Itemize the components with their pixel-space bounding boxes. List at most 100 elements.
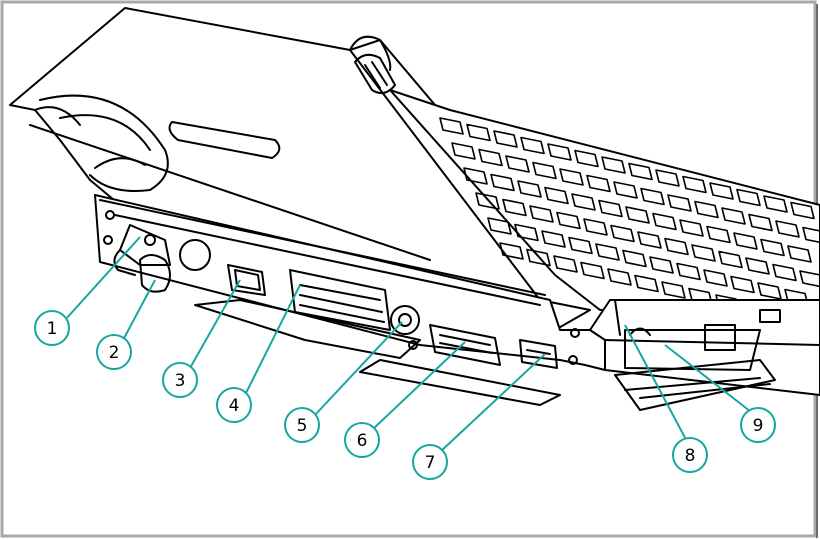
- keyboard-key: [601, 156, 626, 174]
- expansion-drawer: [614, 359, 776, 411]
- dsub-port: [429, 324, 501, 366]
- callout-5: 5: [284, 407, 320, 443]
- serial-port: [227, 264, 266, 296]
- keyboard-key: [541, 230, 566, 248]
- keyboard-key: [682, 175, 707, 194]
- keyboard-key: [652, 212, 677, 231]
- keyboard-key: [694, 200, 719, 219]
- keyboard-key: [676, 262, 701, 281]
- keyboard-key: [613, 181, 638, 199]
- power-connector: [119, 224, 171, 266]
- keyboard-key: [709, 182, 734, 200]
- keyboard-key: [559, 168, 584, 186]
- keyboard-key: [517, 180, 542, 198]
- callout-circle: [34, 310, 70, 346]
- keyboard-key: [466, 123, 491, 142]
- callout-circle: [412, 444, 448, 480]
- vent-round: [179, 239, 211, 271]
- keyboard-key: [568, 236, 593, 255]
- keyboard-key: [475, 192, 500, 210]
- laptop-base: [94, 194, 820, 396]
- keyboard-key: [760, 238, 785, 257]
- keyboard-key: [553, 255, 578, 273]
- keyboard-key: [514, 223, 539, 242]
- keyboard-key: [706, 225, 731, 244]
- lid-latch: [354, 53, 396, 95]
- keyboard-key: [547, 143, 572, 161]
- callout-circle: [162, 362, 198, 398]
- callout-circle: [344, 422, 380, 458]
- callout-number: 8: [685, 446, 696, 466]
- keyboard-key: [529, 205, 554, 223]
- keyboard-key: [532, 161, 557, 180]
- keyboard-key: [493, 130, 518, 148]
- keyboard-key: [628, 162, 653, 181]
- keyboard-key: [580, 261, 605, 280]
- callout-1: 1: [34, 310, 70, 346]
- keyboard-key: [505, 155, 530, 173]
- keyboard-key: [463, 167, 488, 185]
- keyboard-key: [607, 268, 632, 286]
- callout-circle: [672, 437, 708, 473]
- keyboard-key: [703, 269, 728, 287]
- keyboard-key: [526, 248, 551, 267]
- vga-port: [519, 339, 558, 369]
- keyboard-key: [649, 256, 674, 274]
- keyboard-key: [745, 257, 770, 275]
- keyboard-key: [790, 201, 815, 220]
- keyboard-key: [721, 207, 746, 225]
- keyboard-key: [622, 249, 647, 268]
- keyboard-key: [451, 142, 476, 160]
- keyboard: [389, 89, 820, 312]
- keyboard-key: [478, 148, 503, 167]
- callout-number: 5: [297, 416, 308, 436]
- lid-handle: [168, 121, 281, 159]
- callout-7: 7: [412, 444, 448, 480]
- keyboard-key: [799, 270, 820, 288]
- callout-number: 6: [357, 431, 368, 451]
- keyboard-key: [718, 250, 743, 269]
- keyboard-key: [802, 226, 820, 244]
- laptop-illustration: [9, 7, 820, 411]
- side-bay: [624, 329, 761, 371]
- callout-9: 9: [740, 407, 776, 443]
- callout-8: 8: [672, 437, 708, 473]
- callout-number: 1: [47, 319, 58, 339]
- ps2-port: [390, 305, 420, 335]
- keyboard-key: [772, 263, 797, 282]
- keyboard-key: [574, 149, 599, 168]
- keyboard-key: [586, 174, 611, 193]
- keyboard-key: [625, 206, 650, 224]
- callout-4: 4: [216, 387, 252, 423]
- keyboard-key: [775, 220, 800, 238]
- callout-number: 4: [229, 396, 240, 416]
- keyboard-key: [664, 237, 689, 256]
- keyboard-key: [583, 218, 608, 236]
- keyboard-key: [679, 219, 704, 237]
- keyboard-key: [499, 242, 524, 260]
- callout-circle: [284, 407, 320, 443]
- callout-number: 2: [109, 343, 120, 363]
- leader-lines: [64, 236, 756, 453]
- keyboard-key: [439, 117, 464, 135]
- keyboard-key: [733, 232, 758, 250]
- port-cover-flap: [194, 299, 421, 359]
- callout-circle: [740, 407, 776, 443]
- keyboard-key: [748, 213, 773, 232]
- keyboard-key: [610, 224, 635, 243]
- keyboard-key: [634, 274, 659, 293]
- callout-6: 6: [344, 422, 380, 458]
- keyboard-key: [571, 193, 596, 211]
- callout-number: 9: [753, 416, 764, 436]
- keyboard-key: [487, 217, 512, 235]
- keyboard-key: [502, 198, 527, 217]
- callout-circle: [96, 334, 132, 370]
- keyboard-key: [691, 244, 716, 262]
- keyboard-key: [787, 245, 812, 263]
- keyboard-key: [640, 187, 665, 206]
- keyboard-key: [763, 195, 788, 213]
- keyboard-key: [595, 243, 620, 261]
- keyboard-key: [661, 281, 686, 299]
- keyboard-key: [598, 199, 623, 218]
